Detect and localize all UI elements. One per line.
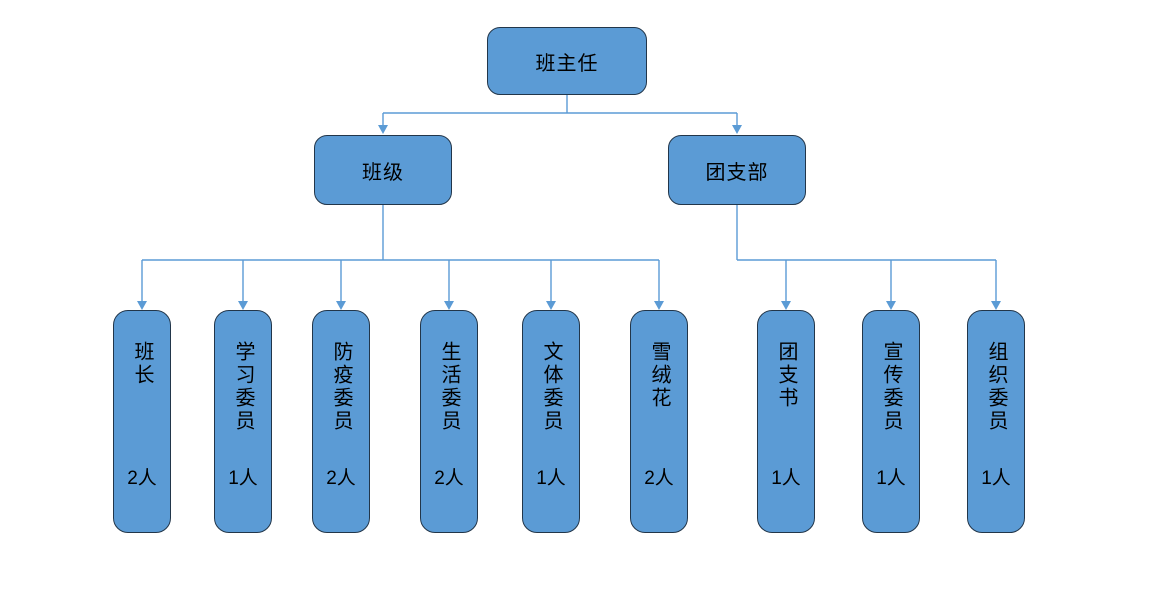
arrow-down-icon bbox=[732, 125, 742, 134]
node-league-branch[interactable]: 团支部 bbox=[668, 135, 806, 205]
node-label: 班长 bbox=[131, 341, 153, 387]
node-label: 组织委员 bbox=[985, 341, 1007, 433]
node-label: 班主任 bbox=[535, 52, 599, 75]
node-label: 雪绒花 bbox=[648, 341, 670, 410]
node-count: 1人 bbox=[228, 468, 258, 489]
node-label: 生活委员 bbox=[438, 341, 460, 433]
node-league-secretary[interactable]: 团支书 1人 bbox=[757, 310, 815, 533]
node-study-committee[interactable]: 学习委员 1人 bbox=[214, 310, 272, 533]
node-count: 2人 bbox=[644, 468, 674, 489]
node-label: 团支部 bbox=[705, 161, 769, 184]
node-class[interactable]: 班级 bbox=[314, 135, 452, 205]
node-edelweiss[interactable]: 雪绒花 2人 bbox=[630, 310, 688, 533]
node-head-teacher[interactable]: 班主任 bbox=[487, 27, 647, 95]
node-monitor[interactable]: 班长 2人 bbox=[113, 310, 171, 533]
arrow-down-icon bbox=[378, 125, 388, 134]
node-culture-sports-committee[interactable]: 文体委员 1人 bbox=[522, 310, 580, 533]
connector-line bbox=[736, 205, 997, 302]
node-label: 文体委员 bbox=[540, 341, 562, 433]
connector-line bbox=[141, 205, 660, 302]
node-epidemic-committee[interactable]: 防疫委员 2人 bbox=[312, 310, 370, 533]
arrow-down-icon bbox=[238, 301, 248, 310]
node-count: 1人 bbox=[876, 468, 906, 489]
node-label: 防疫委员 bbox=[330, 341, 352, 433]
node-count: 2人 bbox=[127, 468, 157, 489]
arrow-down-icon bbox=[886, 301, 896, 310]
arrow-down-icon bbox=[781, 301, 791, 310]
node-count: 2人 bbox=[434, 468, 464, 489]
node-count: 1人 bbox=[536, 468, 566, 489]
arrow-down-icon bbox=[546, 301, 556, 310]
node-label: 学习委员 bbox=[232, 341, 254, 433]
arrow-down-icon bbox=[654, 301, 664, 310]
node-count: 1人 bbox=[771, 468, 801, 489]
arrow-down-icon bbox=[137, 301, 147, 310]
node-count: 1人 bbox=[981, 468, 1011, 489]
arrow-down-icon bbox=[336, 301, 346, 310]
arrow-down-icon bbox=[444, 301, 454, 310]
node-label: 团支书 bbox=[775, 341, 797, 410]
node-publicity-committee[interactable]: 宣传委员 1人 bbox=[862, 310, 920, 533]
arrow-down-icon bbox=[991, 301, 1001, 310]
node-label: 宣传委员 bbox=[880, 341, 902, 433]
node-count: 2人 bbox=[326, 468, 356, 489]
node-organization-committee[interactable]: 组织委员 1人 bbox=[967, 310, 1025, 533]
node-life-committee[interactable]: 生活委员 2人 bbox=[420, 310, 478, 533]
connector-line bbox=[382, 95, 738, 125]
node-label: 班级 bbox=[362, 161, 404, 184]
